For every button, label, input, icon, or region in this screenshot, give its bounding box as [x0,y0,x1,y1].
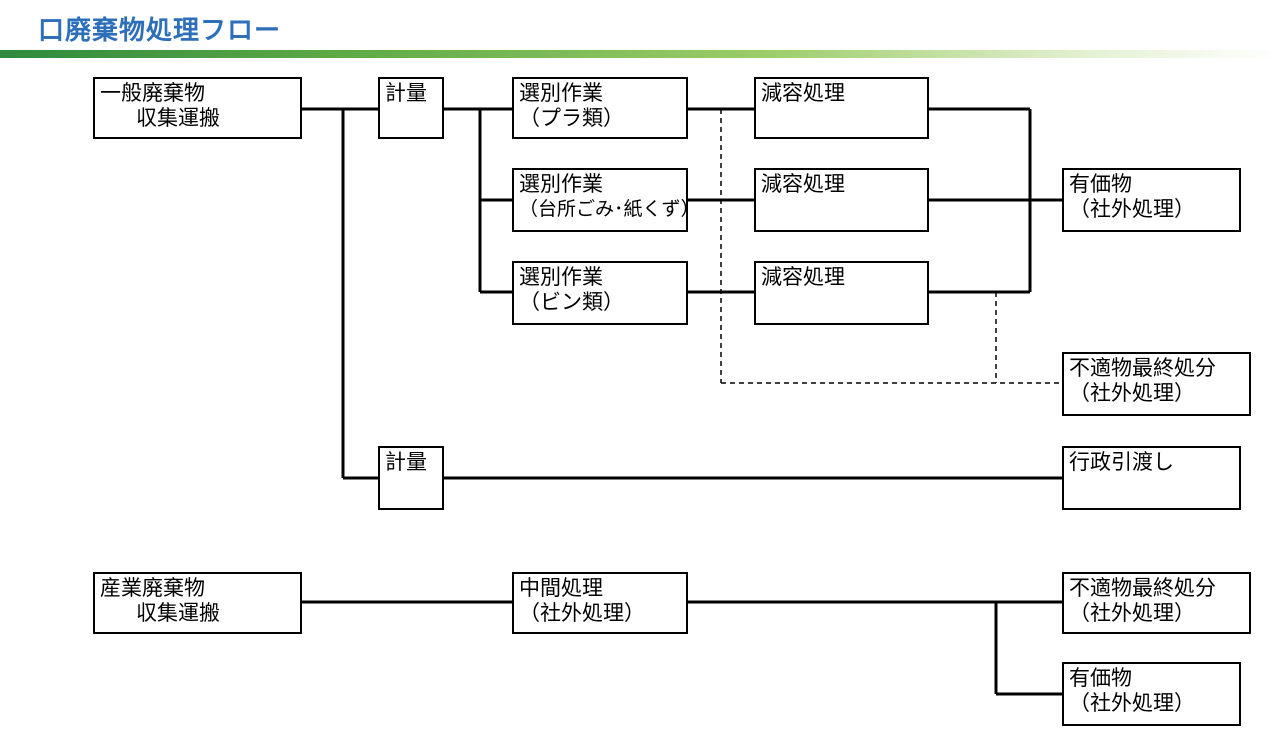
general-waste-collection-box: 一般廃棄物 収集運搬 [93,77,302,139]
box-label: （社外処理） [519,601,645,625]
box-label: 減容処理 [761,265,845,289]
weighing-box-1: 計量 [378,77,444,139]
intermediate-treatment-box: 中間処理 （社外処理） [512,572,688,634]
box-label: 産業廃棄物 [100,576,205,600]
unsuitable-final-disposal-box-1: 不適物最終処分 （社外処理） [1062,352,1251,416]
box-label: （プラ類） [519,106,624,130]
box-label: 有価物 [1069,666,1132,690]
box-label: 有価物 [1069,172,1132,196]
box-label: 不適物最終処分 [1069,356,1216,380]
valuables-box-2: 有価物 （社外処理） [1062,662,1241,726]
administrative-handover-box: 行政引渡し [1062,446,1241,510]
box-label: 一般廃棄物 [100,81,205,105]
volume-reduction-box-3: 減容処理 [754,261,929,325]
box-label: （台所ごみ･紙くず） [519,198,700,220]
box-label: （社外処理） [1069,691,1195,715]
box-label: 減容処理 [761,81,845,105]
box-label: 収集運搬 [136,106,220,130]
box-label: 収集運搬 [136,601,220,625]
sorting-bottle-box: 選別作業 （ビン類） [512,261,688,325]
weighing-box-2: 計量 [378,446,444,510]
box-label: （社外処理） [1069,601,1195,625]
valuables-box-1: 有価物 （社外処理） [1062,168,1241,232]
unsuitable-final-disposal-box-2: 不適物最終処分 （社外処理） [1062,572,1251,634]
box-label: （社外処理） [1069,197,1195,221]
box-label: 計量 [385,81,427,105]
volume-reduction-box-2: 減容処理 [754,168,929,232]
box-label: （ビン類） [519,290,624,314]
box-label: 選別作業 [519,265,603,289]
box-label: 行政引渡し [1069,450,1174,474]
box-label: 計量 [385,450,427,474]
box-label: 不適物最終処分 [1069,576,1216,600]
box-label: 選別作業 [519,81,603,105]
industrial-waste-collection-box: 産業廃棄物 収集運搬 [93,572,302,634]
box-label: 中間処理 [519,576,603,600]
sorting-kitchen-paper-box: 選別作業 （台所ごみ･紙くず） [512,168,700,232]
volume-reduction-box-1: 減容処理 [754,77,929,139]
box-label: 減容処理 [761,172,845,196]
box-label: （社外処理） [1069,381,1195,405]
sorting-plastic-box: 選別作業 （プラ類） [512,77,688,139]
title-underline [0,50,1280,58]
box-label: 選別作業 [519,172,603,196]
page-title: 口廃棄物処理フロー [38,16,282,46]
